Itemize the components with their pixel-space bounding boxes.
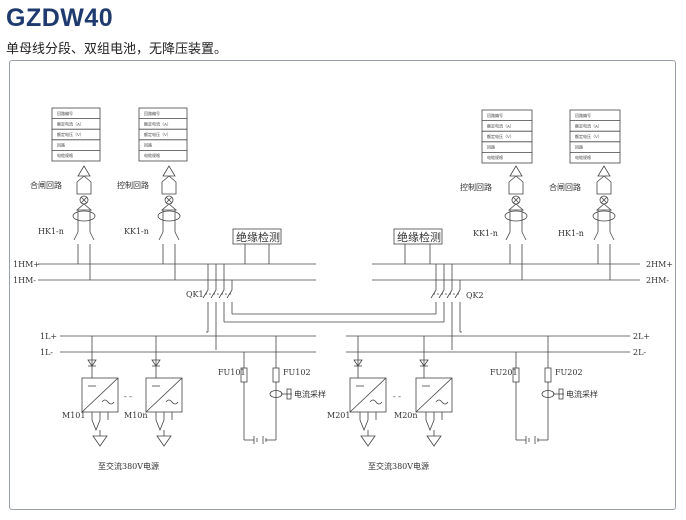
ac-source-right-label: 至交流380V电源 [368,461,429,471]
rectifier-m10n [145,336,183,447]
table-cell: 电缆规格 [487,154,503,160]
insulation-monitor-left-box [232,228,282,264]
table-cell: 电缆规格 [144,152,160,158]
bus-label-1l-minus: 1L- [40,348,53,357]
hk-label-left: HK1-n [38,227,64,236]
table-cell: 电缆规格 [57,152,73,158]
module-label-m10n: M10n [124,411,148,420]
table-cell: 额定电流（A） [57,121,84,127]
meter-table-3: 回路编号 额定电流（A） 额定电压（V） 回路 电缆规格 [481,109,533,164]
page-subtitle: 单母线分段、双组电池，无降压装置。 [6,42,228,57]
table-cell: 额定电流（A） [575,123,602,129]
table-cell: 额定电压（V） [57,131,84,137]
insulation-monitor-right-label: 绝缘检测 [397,230,441,244]
fuse-label-fu102: FU102 [283,368,311,377]
qk2-switch [430,264,461,350]
bus-label-1l-plus: 1L+ [40,332,57,341]
table-cell: 额定电压（V） [575,133,602,139]
current-sampling-left-label: 电流采样 [294,389,326,399]
table-cell: 额定电压（V） [487,133,514,139]
l-bus [60,335,630,353]
table-cell: 额定电压（V） [144,131,171,137]
table-cell: 回路编号 [575,112,591,118]
feeder-closing-left [72,165,96,280]
table-cell: 回路 [487,144,495,150]
table-cell: 额定电流（A） [487,123,514,129]
hk-label-right: HK1-n [558,229,584,238]
diagram-panel [9,60,676,510]
fuse-label-fu202: FU202 [555,368,583,377]
kk-label-left: KK1-n [124,227,149,236]
battery-left [240,336,292,444]
bus-label-1hm-minus: 1HM- [13,276,36,285]
bus-label-2l-minus: 2L- [633,348,646,357]
page-title: GZDW40 [6,4,114,32]
table-cell: 回路 [57,142,65,148]
battery-right [512,336,564,444]
feeder-control-left [157,165,181,280]
bus-label-2hm-minus: 2HM- [646,276,669,285]
cross-links [206,313,462,333]
fuse-label-fu201: FU201 [490,368,518,377]
module-label-m201: M201 [327,411,350,420]
qk1-switch [202,264,233,350]
bus-label-2l-plus: 2L+ [633,332,650,341]
bus-label-2hm-plus: 2HM+ [646,260,673,269]
hm-bus [38,263,640,281]
qk2-label: QK2 [466,291,484,300]
meter-table-4: 回路编号 额定电流（A） 额定电压（V） 回路 电缆规格 [569,109,621,164]
meter-table-1: 回路编号 额定电流（A） 额定电压（V） 回路 电缆规格 [51,107,101,162]
closing-circuit-right-label: 合闸回路 [549,182,581,192]
rectifier-m20n [415,336,453,447]
current-sampling-right-label: 电流采样 [566,389,598,399]
rectifier-m101 [81,336,119,447]
qk1-label: QK1 [186,290,204,299]
table-cell: 回路 [144,142,152,148]
ac-source-left-label: 至交流380V电源 [98,461,159,471]
meter-table-2: 回路编号 额定电流（A） 额定电压（V） 回路 电缆规格 [138,107,188,162]
module-dashes-right: - - [393,392,401,401]
insulation-monitor-right-box [393,228,443,264]
module-label-m20n: M20n [394,411,418,420]
module-label-m101: M101 [62,411,85,420]
closing-circuit-left-label: 合闸回路 [30,180,62,190]
fuse-label-fu101: FU101 [218,368,246,377]
table-cell: 回路编号 [144,110,160,116]
kk-label-right: KK1-n [473,229,498,238]
feeder-control-right [504,165,528,280]
module-dashes-left: - - [124,392,132,401]
table-cell: 回路编号 [487,112,503,118]
control-circuit-right-label: 控制回路 [460,182,492,192]
bus-label-1hm-plus: 1HM+ [13,260,40,269]
table-cell: 电缆规格 [575,154,591,160]
table-cell: 回路 [575,144,583,150]
table-cell: 回路编号 [57,110,73,116]
control-circuit-left-label: 控制回路 [117,180,149,190]
rectifier-m201 [349,336,387,447]
insulation-monitor-left-label: 绝缘检测 [236,230,280,244]
table-cell: 额定电流（A） [144,121,171,127]
feeder-closing-right [592,165,616,280]
